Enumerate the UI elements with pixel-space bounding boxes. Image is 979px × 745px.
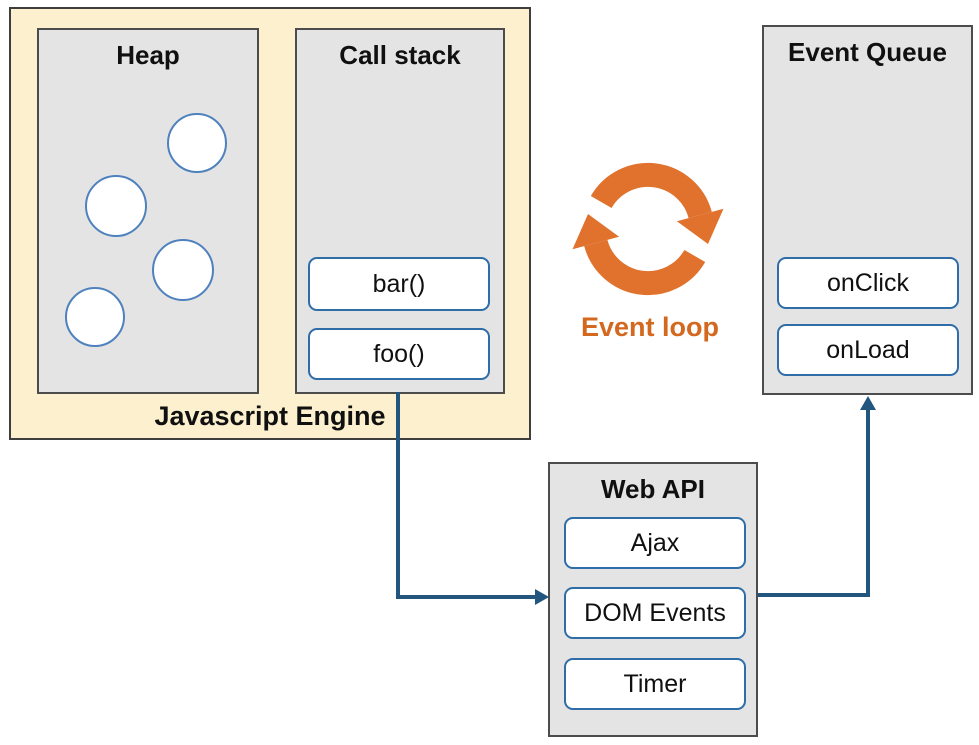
heap-object-circle bbox=[152, 239, 214, 301]
heap-object-circle bbox=[85, 175, 147, 237]
event-queue-panel: Event Queue onClick onLoad bbox=[762, 25, 973, 395]
event-loop-label: Event loop bbox=[580, 312, 719, 342]
call-stack-panel: Call stack bar() foo() bbox=[295, 28, 505, 394]
heap-title: Heap bbox=[116, 40, 180, 70]
webapi-item-ajax: Ajax bbox=[564, 517, 746, 569]
stack-frame-foo: foo() bbox=[308, 328, 490, 380]
javascript-engine-container: Heap Call stack bar() foo() Javascript E… bbox=[9, 7, 531, 440]
heap-object-circle bbox=[167, 113, 227, 173]
heap-panel: Heap bbox=[37, 28, 259, 394]
queue-item-onload: onLoad bbox=[777, 324, 959, 376]
webapi-to-eventqueue-arrow-line bbox=[758, 408, 870, 597]
web-api-title: Web API bbox=[600, 474, 705, 504]
web-api-panel: Web API Ajax DOM Events Timer bbox=[548, 462, 758, 737]
event-queue-title: Event Queue bbox=[788, 37, 947, 67]
queue-item-onclick: onClick bbox=[777, 257, 959, 309]
arrowhead-into-webapi bbox=[535, 589, 549, 605]
javascript-engine-label: Javascript Engine bbox=[154, 401, 386, 431]
webapi-item-dom-events: DOM Events bbox=[564, 587, 746, 639]
stack-frame-bar: bar() bbox=[308, 257, 490, 311]
arrowhead-into-eventqueue bbox=[860, 396, 876, 410]
heap-object-circle bbox=[65, 287, 125, 347]
call-stack-title: Call stack bbox=[339, 40, 461, 70]
webapi-item-timer: Timer bbox=[564, 658, 746, 710]
sync-cycle-arrows-icon bbox=[572, 162, 724, 296]
